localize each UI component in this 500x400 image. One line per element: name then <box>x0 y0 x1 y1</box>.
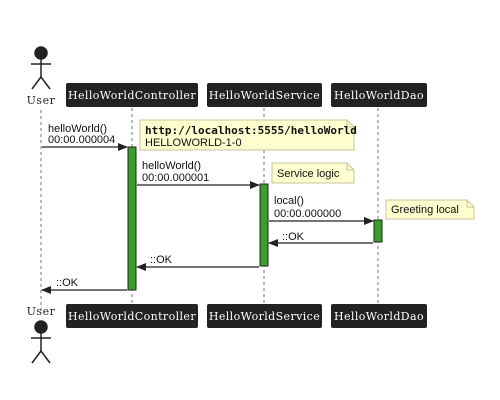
activation-dao <box>373 219 383 243</box>
actor-label-top: User <box>27 94 56 107</box>
stick-figure-icon <box>31 46 51 90</box>
note-box <box>139 119 355 151</box>
participant-box-service <box>207 83 322 107</box>
participant-label: HelloWorldService <box>209 310 320 323</box>
note-text: Service logic <box>277 168 340 180</box>
participant-box-dao-bottom <box>331 304 427 328</box>
message-label: local() <box>274 195 304 207</box>
note-text: HELLOWORLD-1-0 <box>145 137 242 149</box>
message-timing: 00:00.000000 <box>274 208 341 220</box>
participant-label: HelloWorldController <box>68 89 196 102</box>
return-label: ::OK <box>150 254 173 266</box>
participant-box-controller <box>66 83 198 107</box>
note-text: Greeting local <box>391 204 459 216</box>
actor-label-bottom: User <box>27 305 56 318</box>
message-timing: 00:00.000004 <box>48 134 115 146</box>
participant-label: HelloWorldController <box>68 310 196 323</box>
return-label: ::OK <box>56 277 79 289</box>
return-label: ::OK <box>282 231 305 243</box>
participant-label: HelloWorldService <box>209 89 320 102</box>
stick-figure-icon <box>31 320 51 364</box>
participant-label: HelloWorldDao <box>334 89 424 102</box>
activation-service <box>259 183 269 267</box>
participant-label: HelloWorldDao <box>334 310 424 323</box>
participant-box-dao <box>331 83 427 107</box>
note-box <box>385 199 475 220</box>
message-timing: 00:00.000001 <box>142 172 209 184</box>
activation-controller <box>127 146 137 291</box>
note-url: http://localhost:5555/helloWorld <box>145 124 357 137</box>
participant-box-controller-bottom <box>66 304 198 328</box>
message-label: helloWorld() <box>142 160 201 172</box>
message-label: helloWorld() <box>48 123 107 135</box>
note-box <box>271 162 355 184</box>
participant-box-service-bottom <box>207 304 322 328</box>
